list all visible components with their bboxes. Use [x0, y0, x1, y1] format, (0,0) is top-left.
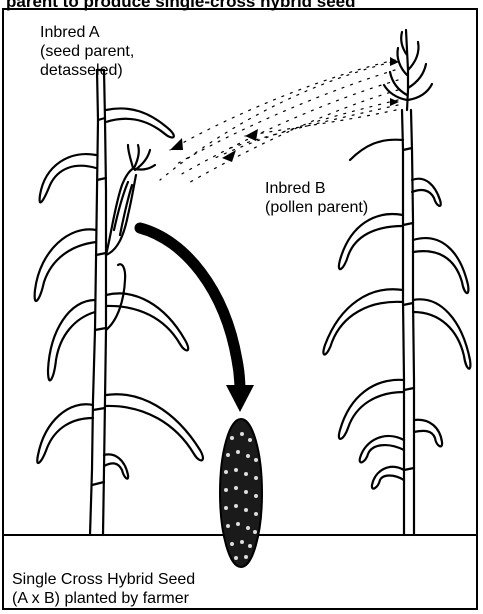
diagram-heading: parent to produce single-cross hybrid se…	[6, 0, 356, 11]
hybrid-seed-ear	[220, 419, 262, 567]
inbred-b-label: Inbred B (pollen parent)	[265, 179, 368, 217]
inbred-a-label: Inbred A (seed parent, detasseled)	[40, 23, 134, 80]
inbred-a-note-line1: (seed parent,	[40, 42, 134, 61]
inbred-b-name: Inbred B	[265, 179, 368, 198]
seed-caption-line2: (A x B) planted by farmer	[12, 589, 195, 608]
seed-caption-line1: Single Cross Hybrid Seed	[12, 570, 195, 589]
inbred-a-name: Inbred A	[40, 23, 134, 42]
inbred-b-note: (pollen parent)	[265, 198, 368, 217]
inbred-a-note-line2: detasseled)	[40, 61, 134, 80]
pollen-flow	[160, 60, 398, 185]
seed-caption: Single Cross Hybrid Seed (A x B) planted…	[12, 570, 195, 608]
inbred-a-plant	[35, 70, 203, 535]
